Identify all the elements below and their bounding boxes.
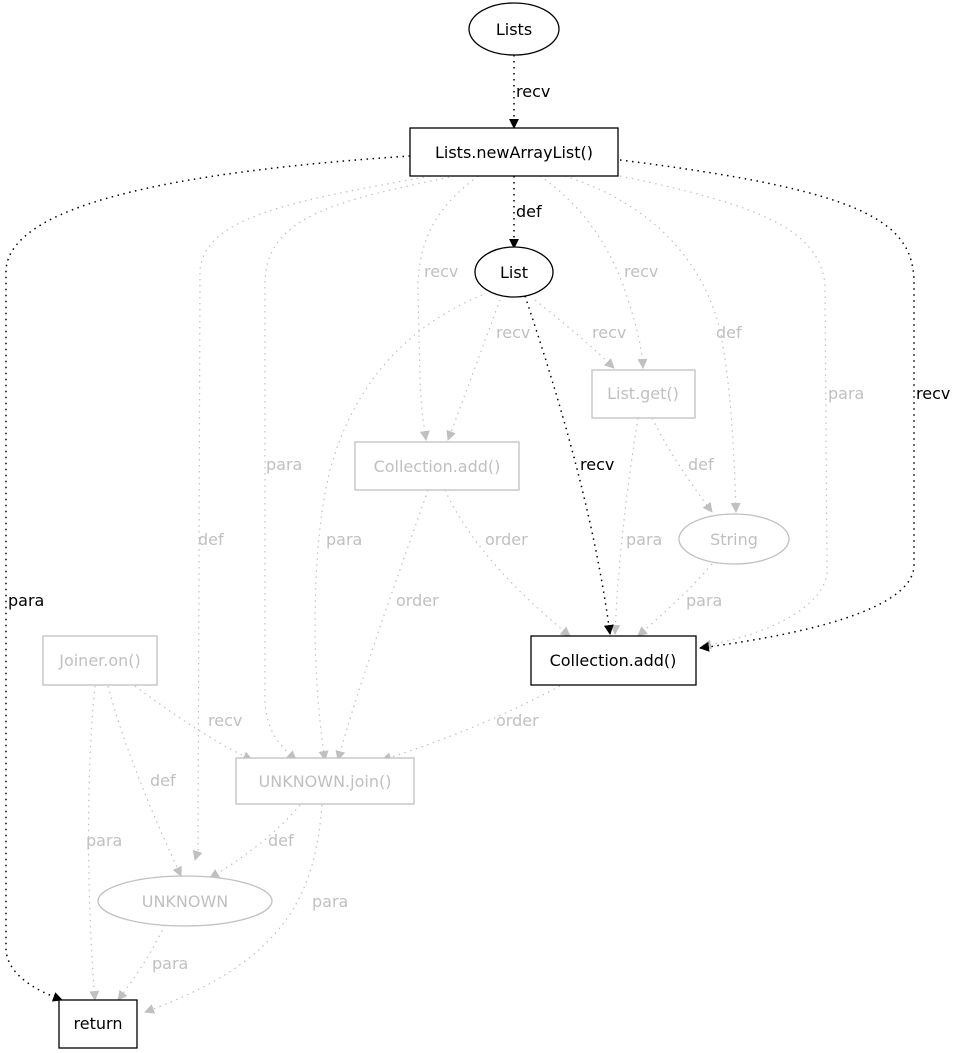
edge-label: recv [592,323,626,342]
node-return[interactable]: return [58,999,138,1049]
edge-label: recv [624,262,658,281]
edge-label: order [396,591,439,610]
node-string[interactable]: String [678,513,790,565]
node-lists[interactable]: Lists [468,2,560,56]
edge-label: para [686,591,722,610]
edge-label: def [716,323,742,342]
edge-label: def [268,831,294,850]
edge-list-listget [534,299,615,369]
edge-label: recv [916,384,950,403]
edge-newarraylist-unknown [192,175,431,861]
edge-label: para [8,591,44,610]
svg-text:List: List [500,263,528,282]
edge-listget-string [651,417,713,513]
edge-list-unknownjoin [314,294,483,761]
edge-newarraylist-collectionadd-gray [417,175,479,441]
svg-text:Collection.add(): Collection.add() [374,457,501,476]
edge-labels: recv def para recv recv def para recv re… [8,82,950,973]
svg-text:Joiner.on(): Joiner.on() [58,651,141,670]
svg-text:UNKNOWN: UNKNOWN [142,892,229,911]
edge-newarraylist-collectionadd-para [619,175,828,650]
svg-text:Collection.add(): Collection.add() [550,651,677,670]
edge-label: para [266,455,302,474]
edge-label: para [86,831,122,850]
edge-unknownjoin-unknown [209,804,301,879]
edge-label: order [496,711,539,730]
edge-label: para [626,530,662,549]
edge-label: para [152,954,188,973]
node-list-get[interactable]: List.get() [591,369,696,419]
edge-label: recv [424,262,458,281]
edge-label: para [326,530,362,549]
node-unknown[interactable]: UNKNOWN [97,875,273,927]
edge-label: def [688,455,714,474]
svg-text:Lists.newArrayList(): Lists.newArrayList() [435,143,593,162]
edge-label: def [150,771,176,790]
edge-list-collectionadd-gray [446,299,501,441]
svg-text:String: String [710,530,758,549]
node-unknown-join[interactable]: UNKNOWN.join() [235,757,415,805]
edge-collectionaddgray-collectionadd [444,489,571,637]
edge-label: recv [496,323,530,342]
edge-newarraylist-return [5,155,411,1002]
edge-label: recv [516,82,550,101]
node-list[interactable]: List [474,246,554,298]
node-joiner-on[interactable]: Joiner.on() [42,635,158,686]
inactive-edges [87,175,828,1014]
edge-label: def [516,202,542,221]
svg-text:return: return [74,1014,123,1033]
edge-joineron-return [87,685,100,1001]
edge-label: def [198,530,224,549]
node-collection-add[interactable]: Collection.add() [530,635,697,686]
edge-label: order [485,530,528,549]
node-lists-newarraylist[interactable]: Lists.newArrayList() [409,127,619,177]
svg-text:Lists: Lists [496,20,532,39]
edge-label: para [828,384,864,403]
edge-label: recv [208,711,242,730]
edge-newarraylist-string [564,175,741,513]
active-edges [5,55,915,1002]
edge-label: recv [580,455,614,474]
svg-text:UNKNOWN.join(): UNKNOWN.join() [259,772,392,791]
edge-listget-collectionadd [610,417,639,635]
edge-label: para [312,892,348,911]
edge-joineron-unknown [107,685,182,877]
svg-text:List.get(): List.get() [607,384,679,403]
node-collection-add-gray[interactable]: Collection.add() [354,441,520,491]
edge-newarraylist-unknownjoin [264,175,456,761]
